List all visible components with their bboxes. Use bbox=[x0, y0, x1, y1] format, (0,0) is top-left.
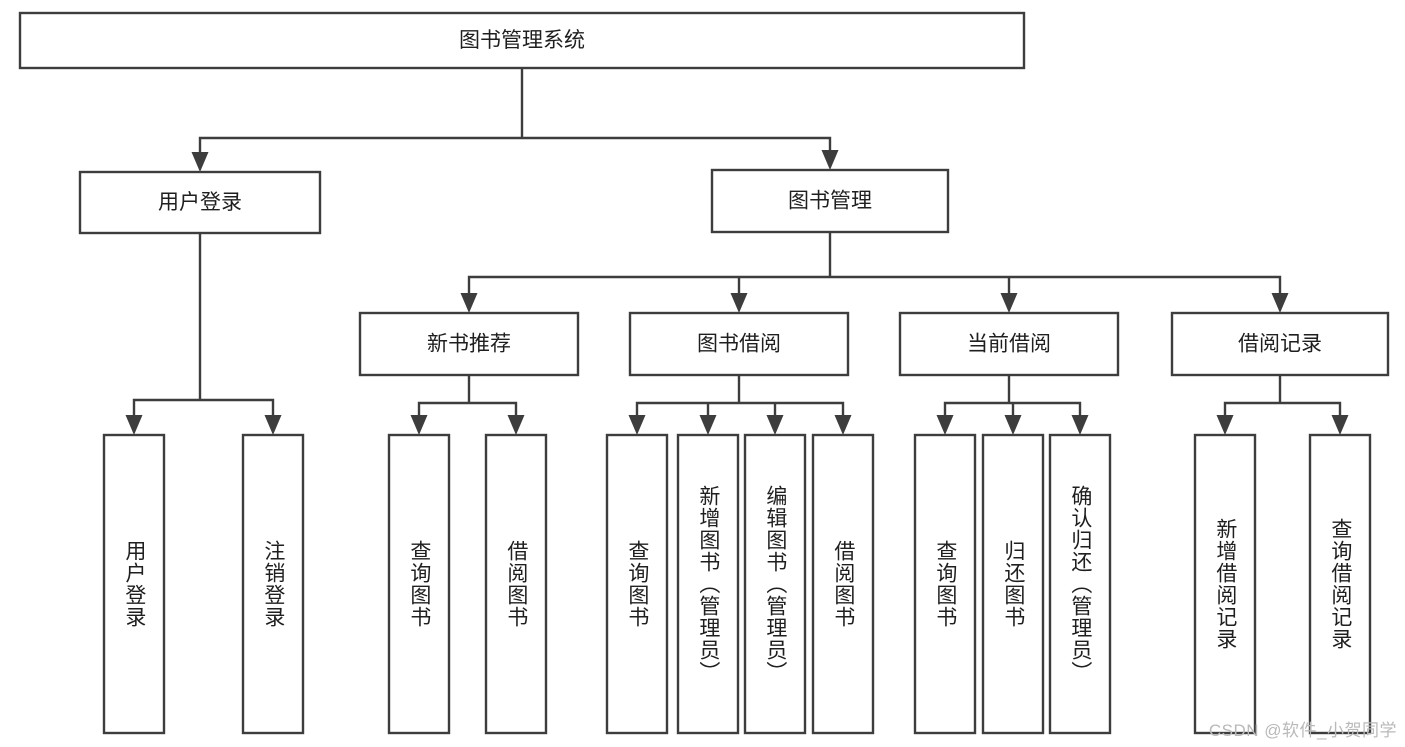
node-leaf-9[interactable] bbox=[981, 433, 1045, 735]
node-leaf-6[interactable] bbox=[743, 433, 807, 735]
csdn-watermark: CSDN @软件_小贺同学 bbox=[1208, 721, 1397, 740]
node-root-system-label: 图书管理系统 bbox=[459, 29, 585, 52]
connector-root-to-level2 bbox=[198, 66, 832, 154]
connectors-layer bbox=[125, 66, 1349, 435]
arrow-head-icon bbox=[1071, 415, 1089, 435]
node-leaf-3[interactable] bbox=[484, 433, 548, 735]
node-level2-1[interactable]: 图书管理 bbox=[710, 168, 950, 234]
node-leaf-8[interactable] bbox=[913, 433, 977, 735]
arrow-head-icon bbox=[936, 415, 954, 435]
node-leaf-2[interactable] bbox=[387, 433, 451, 735]
node-level3-3-label: 借阅记录 bbox=[1238, 333, 1322, 356]
node-level3-0-rect bbox=[358, 311, 580, 377]
arrow-head-icon bbox=[1000, 293, 1018, 313]
arrow-head-icon bbox=[699, 415, 717, 435]
node-leaf-2-rect bbox=[387, 433, 451, 735]
connector-newbook-to-leaves bbox=[417, 373, 518, 417]
node-level3-2[interactable]: 当前借阅 bbox=[898, 311, 1120, 377]
node-leaf-12[interactable] bbox=[1308, 433, 1372, 735]
connector-bookmgmt-to-level3 bbox=[467, 230, 1282, 295]
node-leaf-7-rect bbox=[811, 433, 875, 735]
node-level2-0[interactable]: 用户登录 bbox=[78, 170, 322, 235]
node-leaf-6-rect bbox=[743, 433, 807, 735]
arrow-head-icon bbox=[730, 293, 748, 313]
node-level2-0-rect bbox=[78, 170, 322, 235]
node-leaf-4[interactable] bbox=[605, 433, 669, 735]
arrow-head-icon bbox=[507, 415, 525, 435]
connector-userlogin-to-leaves bbox=[132, 231, 275, 417]
node-leaf-5[interactable] bbox=[676, 433, 740, 735]
connector-current-to-leaves bbox=[943, 373, 1082, 417]
node-level2-1-label: 图书管理 bbox=[788, 190, 872, 213]
arrow-head-icon bbox=[410, 415, 428, 435]
connector-borrow-to-leaves bbox=[635, 373, 845, 417]
node-leaf-7[interactable] bbox=[811, 433, 875, 735]
arrow-head-icon bbox=[834, 415, 852, 435]
arrow-head-icon bbox=[766, 415, 784, 435]
arrow-head-icon bbox=[628, 415, 646, 435]
node-level3-1-rect bbox=[628, 311, 850, 377]
arrow-head-icon bbox=[125, 415, 143, 435]
node-level3-2-label: 当前借阅 bbox=[967, 333, 1051, 356]
arrow-head-icon bbox=[1271, 293, 1289, 313]
node-level3-2-rect bbox=[898, 311, 1120, 377]
arrow-head-icon bbox=[191, 152, 209, 172]
node-leaf-1[interactable] bbox=[241, 433, 305, 735]
node-level2-0-label: 用户登录 bbox=[158, 191, 242, 214]
node-leaf-12-rect bbox=[1308, 433, 1372, 735]
node-root-system-rect bbox=[18, 11, 1026, 70]
node-leaf-11[interactable] bbox=[1193, 433, 1257, 735]
node-level3-0[interactable]: 新书推荐 bbox=[358, 311, 580, 377]
node-leaf-0-rect bbox=[102, 433, 166, 735]
node-level3-1[interactable]: 图书借阅 bbox=[628, 311, 850, 377]
node-leaf-5-rect bbox=[676, 433, 740, 735]
connector-records-to-leaves bbox=[1223, 373, 1342, 417]
node-root-system[interactable]: 图书管理系统 bbox=[18, 11, 1026, 70]
node-level3-0-label: 新书推荐 bbox=[427, 333, 511, 356]
node-leaf-1-rect bbox=[241, 433, 305, 735]
node-leaf-3-rect bbox=[484, 433, 548, 735]
node-level3-3-rect bbox=[1170, 311, 1390, 377]
node-leaf-11-rect bbox=[1193, 433, 1257, 735]
arrow-head-icon bbox=[1331, 415, 1349, 435]
arrow-head-icon bbox=[460, 293, 478, 313]
node-leaf-0[interactable] bbox=[102, 433, 166, 735]
arrow-head-icon bbox=[1216, 415, 1234, 435]
node-leaf-10[interactable] bbox=[1048, 433, 1112, 735]
node-level3-3[interactable]: 借阅记录 bbox=[1170, 311, 1390, 377]
node-leaf-8-rect bbox=[913, 433, 977, 735]
node-leaf-10-rect bbox=[1048, 433, 1112, 735]
node-level2-1-rect bbox=[710, 168, 950, 234]
arrow-head-icon bbox=[1004, 415, 1022, 435]
node-leaf-9-rect bbox=[981, 433, 1045, 735]
arrow-head-icon bbox=[821, 150, 839, 170]
node-level3-1-label: 图书借阅 bbox=[697, 333, 781, 356]
arrow-head-icon bbox=[264, 415, 282, 435]
node-leaf-4-rect bbox=[605, 433, 669, 735]
